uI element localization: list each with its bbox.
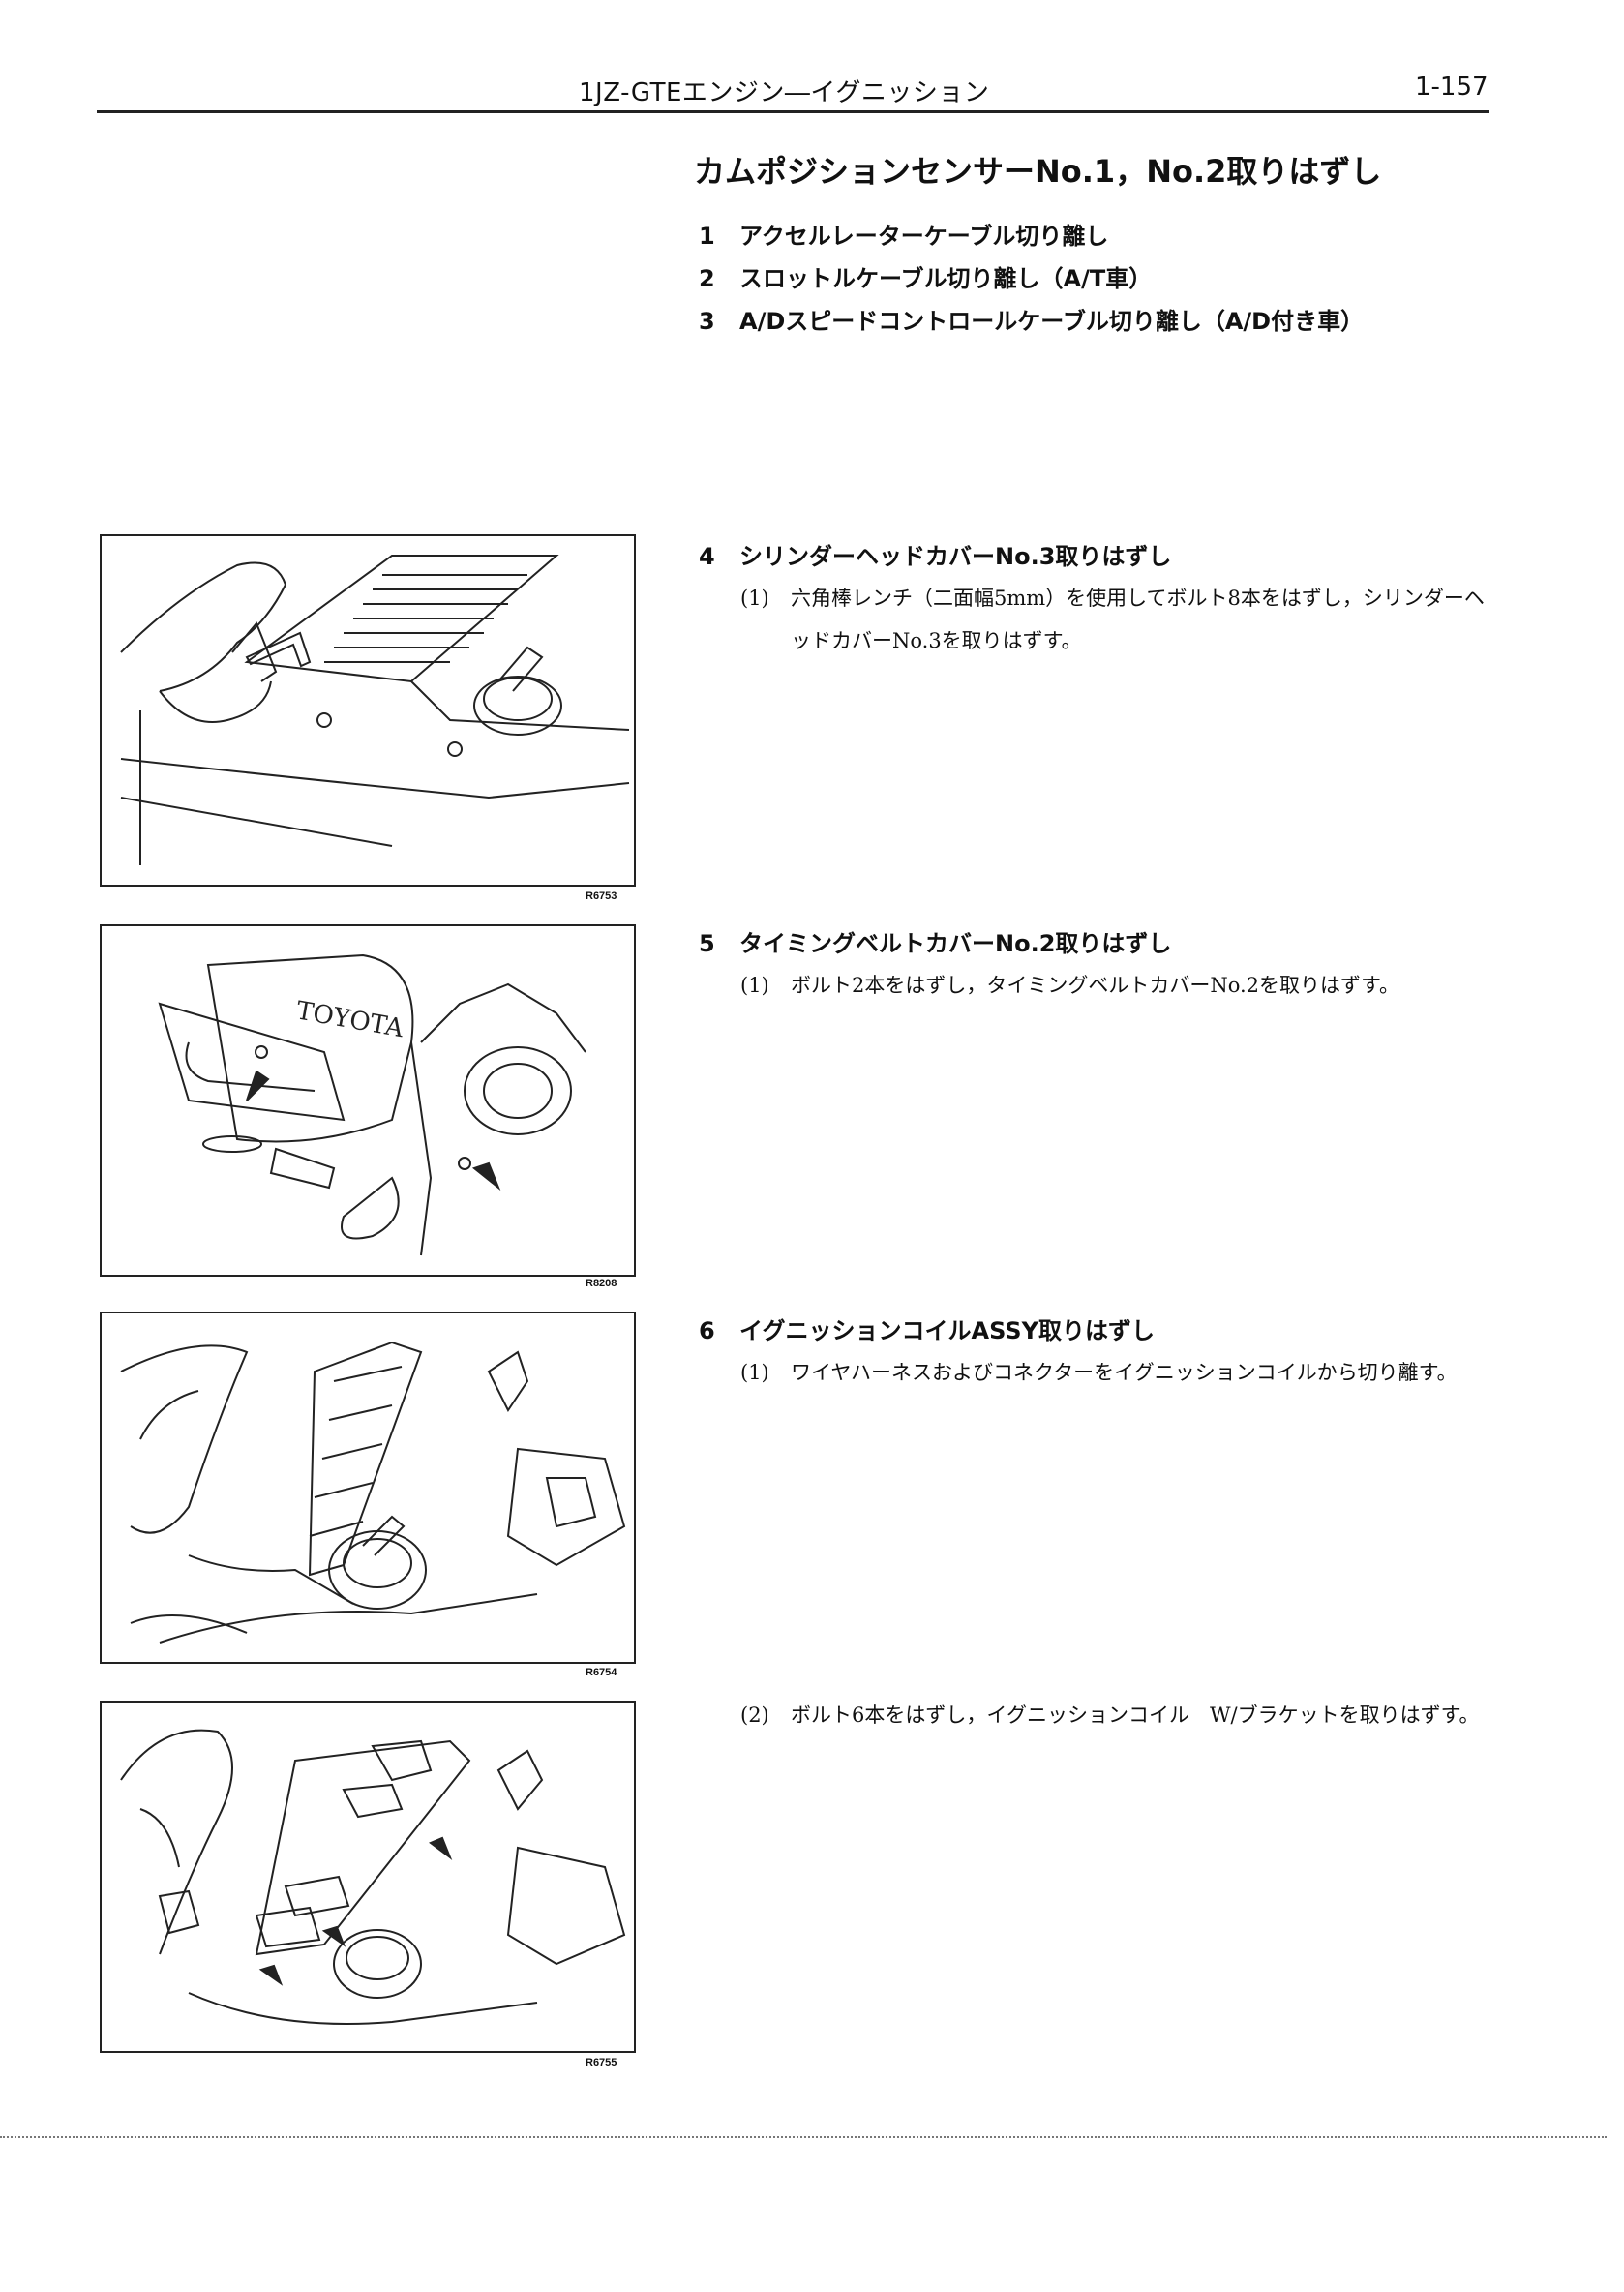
cylinder-head-cover-illustration-icon — [120, 555, 630, 865]
step-1: 1 アクセルレーターケーブル切り離し — [699, 217, 1108, 251]
step-text: アクセルレーターケーブル切り離し — [739, 223, 1109, 250]
step-number: 3 — [699, 308, 715, 335]
substep-number: (1) — [740, 974, 769, 997]
figure-cylinder-head-cover — [100, 534, 636, 887]
step-2: 2 スロットルケーブル切り離し（A/T車） — [699, 259, 1152, 293]
step-number: 5 — [699, 930, 715, 957]
figure-timing-belt-cover: TOYOTA — [100, 924, 636, 1277]
ignition-coil-harness-illustration-icon — [120, 1341, 626, 1644]
substep-6-2: (2) ボルト6本をはずし，イグニッションコイル W/ブラケットを取りはずす。 — [740, 1694, 1495, 1736]
substep-text: ボルト6本をはずし，イグニッションコイル W/ブラケットを取りはずす。 — [791, 1704, 1480, 1727]
step-text: A/Dスピードコントロールケーブル切り離し（A/D付き車） — [739, 308, 1365, 335]
substep-text: ワイヤハーネスおよびコネクターをイグニッションコイルから切り離す。 — [791, 1361, 1458, 1384]
figure-ignition-coil-bracket — [100, 1701, 636, 2053]
step-6: 6 イグニッションコイルASSY取りはずし — [699, 1312, 1155, 1345]
substep-number: (2) — [740, 1704, 769, 1727]
page-number: 1-157 — [1415, 73, 1489, 102]
step-3: 3 A/Dスピードコントロールケーブル切り離し（A/D付き車） — [699, 302, 1364, 336]
ignition-coil-bracket-illustration-icon — [120, 1729, 626, 2025]
page-bottom-rule — [0, 2136, 1607, 2138]
step-number: 6 — [699, 1317, 715, 1344]
substep-5-1: (1) ボルト2本をはずし，タイミングベルトカバーNo.2を取りはずす。 — [740, 964, 1495, 1007]
figure-code: R6753 — [586, 890, 617, 902]
figure-code: R8208 — [586, 1278, 617, 1289]
figure-code: R6754 — [586, 1667, 617, 1678]
step-text: タイミングベルトカバーNo.2取りはずし — [739, 930, 1172, 957]
step-4: 4 シリンダーヘッドカバーNo.3取りはずし — [699, 537, 1171, 571]
step-text: イグニッションコイルASSY取りはずし — [739, 1317, 1155, 1344]
toyota-emblem-text: TOYOTA — [294, 996, 407, 1043]
substep-text: ボルト2本をはずし，タイミングベルトカバーNo.2を取りはずす。 — [791, 974, 1399, 997]
step-number: 1 — [699, 223, 715, 250]
header-title: 1JZ-GTEエンジン―イグニッション — [579, 78, 990, 107]
step-text: シリンダーヘッドカバーNo.3取りはずし — [739, 543, 1172, 570]
figure-code: R6755 — [586, 2057, 617, 2068]
substep-number: (1) — [740, 587, 769, 610]
step-number: 4 — [699, 543, 715, 570]
timing-belt-cover-illustration-icon: TOYOTA — [158, 953, 586, 1256]
step-number: 2 — [699, 265, 715, 292]
step-5: 5 タイミングベルトカバーNo.2取りはずし — [699, 924, 1171, 958]
substep-number: (1) — [740, 1361, 769, 1384]
page-header: 1JZ-GTEエンジン―イグニッション 1-157 — [0, 0, 1624, 116]
substep-4-1: (1) 六角棒レンチ（二面幅5mm）を使用してボルト8本をはずし，シリンダーヘッ… — [740, 577, 1495, 662]
step-text: スロットルケーブル切り離し（A/T車） — [739, 265, 1153, 292]
figure-ignition-coil-harness — [100, 1312, 636, 1664]
substep-text: 六角棒レンチ（二面幅5mm）を使用してボルト8本をはずし，シリンダーヘッドカバー… — [791, 587, 1485, 652]
section-title: カムポジションセンサーNo.1，No.2取りはずし — [694, 153, 1382, 190]
header-rule — [97, 110, 1489, 113]
substep-6-1: (1) ワイヤハーネスおよびコネクターをイグニッションコイルから切り離す。 — [740, 1351, 1495, 1394]
